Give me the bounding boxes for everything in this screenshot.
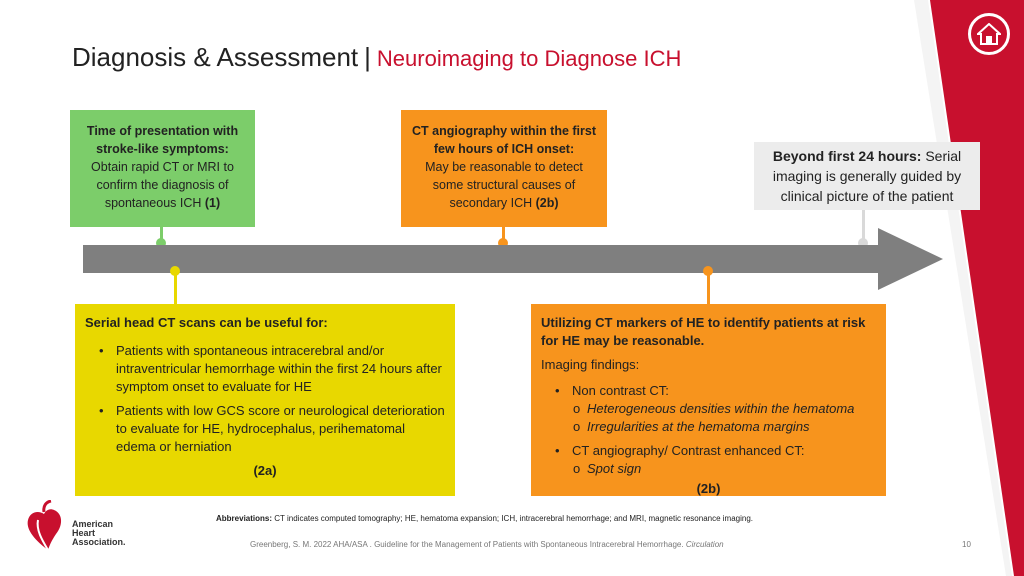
reference-text: Greenberg, S. M. 2022 AHA/ASA . Guidelin…	[250, 540, 684, 549]
panel-heading: Utilizing CT markers of HE to identify p…	[541, 315, 866, 348]
connector-line-5	[707, 270, 710, 304]
abbreviations-text: CT indicates computed tomography; HE, he…	[274, 514, 754, 523]
abbreviations-label: Abbreviations:	[216, 514, 273, 523]
list-item: CT angiography/ Contrast enhanced CT:	[541, 442, 876, 460]
reference-journal: Circulation	[685, 540, 724, 549]
sub-list-item: Heterogeneous densities within the hemat…	[541, 400, 876, 418]
page-title: Diagnosis & Assessment|Neuroimaging to D…	[72, 42, 681, 73]
panel-citation: (2b)	[696, 481, 721, 496]
title-main: Diagnosis & Assessment	[72, 42, 359, 72]
timeline-box-beyond-24h: Beyond first 24 hours: Serial imaging is…	[754, 142, 980, 210]
timeline-box-ct-angiography: CT angiography within the first few hour…	[401, 110, 607, 227]
box-heading: CT angiography within the first few hour…	[411, 124, 597, 156]
bullet-list: Patients with spontaneous intracerebral …	[85, 342, 445, 456]
box-citation: (2b)	[535, 196, 559, 210]
box-body: Obtain rapid CT or MRI to confirm the di…	[91, 160, 234, 210]
connector-line-1	[160, 227, 163, 243]
list-item: Patients with low GCS score or neurologi…	[85, 402, 445, 456]
reference: Greenberg, S. M. 2022 AHA/ASA . Guidelin…	[250, 540, 724, 549]
list-item: Patients with spontaneous intracerebral …	[85, 342, 445, 396]
timeline-box-presentation: Time of presentation with stroke-like sy…	[70, 110, 255, 227]
box-heading: Beyond first 24 hours:	[772, 148, 922, 164]
box-citation: (1)	[204, 196, 221, 210]
panel-heading: Serial head CT scans can be useful for:	[85, 315, 328, 330]
connector-dot-3	[858, 238, 868, 248]
panel-citation: (2a)	[253, 463, 277, 478]
ct-markers-panel: Utilizing CT markers of HE to identify p…	[531, 304, 886, 496]
abbreviations: Abbreviations: CT indicates computed tom…	[216, 514, 753, 523]
title-separator: |	[364, 42, 371, 72]
logo-line: Association.	[72, 537, 126, 547]
connector-line-2	[502, 227, 505, 243]
connector-dot-1	[156, 238, 166, 248]
page-number: 10	[962, 540, 971, 549]
list-item: Non contrast CT:	[541, 382, 876, 400]
sub-list-item: Irregularities at the hematoma margins	[541, 418, 876, 436]
logo-line: Heart	[72, 528, 96, 538]
title-subtitle: Neuroimaging to Diagnose ICH	[376, 46, 682, 71]
connector-line-4	[174, 270, 177, 304]
sub-list-item: Spot sign	[541, 460, 876, 478]
connector-dot-2	[498, 238, 508, 248]
box-body: May be reasonable to detect some structu…	[425, 160, 583, 210]
box-heading: Time of presentation with stroke-like sy…	[86, 124, 239, 156]
box-body: Serial imaging is generally guided by cl…	[772, 148, 962, 204]
home-icon	[977, 23, 1001, 45]
imaging-findings-label: Imaging findings:	[541, 357, 640, 372]
timeline-arrow	[83, 228, 943, 290]
logo-line: American	[72, 519, 114, 529]
aha-logo-text: American Heart Association.	[72, 520, 126, 547]
aha-logo	[27, 500, 62, 551]
home-button[interactable]	[968, 13, 1010, 55]
findings-list: Non contrast CT: Heterogeneous densities…	[541, 382, 876, 478]
connector-line-3	[862, 210, 865, 241]
serial-ct-panel: Serial head CT scans can be useful for: …	[75, 304, 455, 496]
